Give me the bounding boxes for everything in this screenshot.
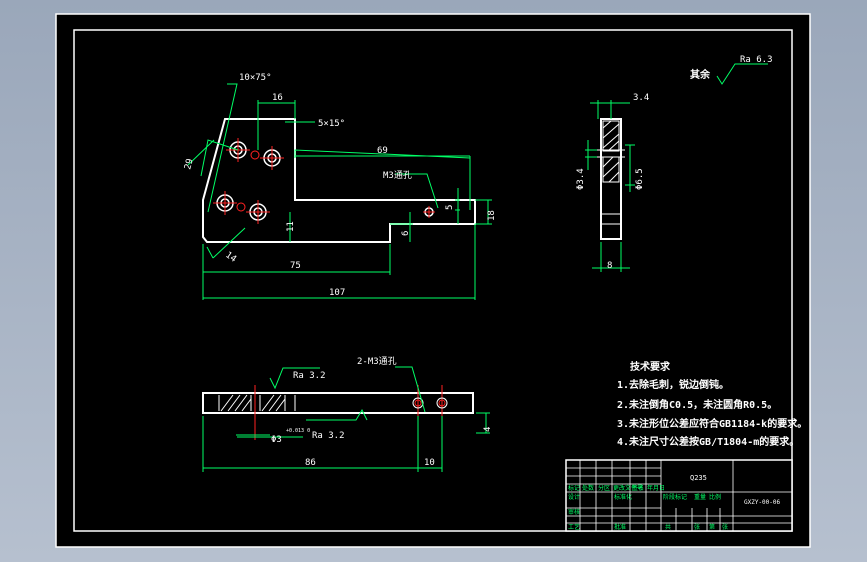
tb-cell: 批准	[614, 523, 626, 531]
hatch-lines	[220, 394, 286, 412]
tb-cell: 重量	[694, 493, 706, 501]
drawing-frame	[73, 29, 793, 532]
dim-75: 75	[290, 261, 301, 271]
dim-phi-6-5: Φ6.5	[635, 168, 645, 190]
tb-cell: 阶段标记	[663, 493, 687, 501]
tb-cell: 审核	[568, 508, 580, 516]
title-block-border	[565, 459, 793, 532]
tb-cell: 处数	[582, 484, 594, 492]
roughness-symbol-icon	[716, 63, 768, 85]
hole-circle	[412, 397, 424, 409]
dim-107: 107	[329, 288, 345, 298]
dim-86: 86	[305, 458, 316, 468]
note-item: 4.未注尺寸公差按GB/T1804-m的要求。	[617, 435, 799, 448]
tb-cell: 比例	[709, 493, 721, 501]
dim-18: 18	[487, 210, 497, 221]
note-item: 2.未注倒角C0.5，未注圆角R0.5。	[617, 398, 777, 411]
dim-4: 4	[483, 427, 493, 432]
tb-cell: 更改文件号	[613, 484, 643, 492]
roughness-bottom-label: Ra 3.2	[312, 431, 345, 441]
hole-circle	[436, 397, 448, 409]
thread-label-top: M3通孔	[383, 170, 412, 181]
front-view: Ra 3.2 2-M3通孔 Φ3 +0.013 0 Ra 3.2 4 86 10	[202, 356, 493, 472]
dim-3-4: 3.4	[633, 93, 649, 103]
tb-cell: 张	[694, 523, 700, 531]
title-block: Q235 GXZY-00-06 标记 处数 分区 更改文件号 签名 年月日 设计…	[565, 459, 793, 532]
front-centerlines	[254, 385, 446, 440]
top-dimension-lines	[187, 83, 492, 300]
dim-chamfer-small: 5×15°	[318, 119, 345, 129]
tb-drawing-no: GXZY-00-06	[744, 499, 781, 506]
tb-material: Q235	[690, 474, 707, 482]
tb-cell: 设计	[568, 493, 580, 501]
hatch-lines	[602, 120, 620, 183]
tb-cell: 工艺	[568, 523, 580, 531]
tb-cell: 共	[665, 523, 671, 531]
tb-cell: 签名	[632, 484, 644, 492]
dim-29: 29	[183, 158, 195, 171]
dim-5: 5	[445, 205, 455, 210]
dim-16: 16	[272, 93, 283, 103]
roughness-top-label: Ra 3.2	[293, 371, 326, 381]
sheet-border	[55, 13, 811, 548]
dim-chamfer-large: 10×75°	[239, 73, 272, 83]
dim-10: 10	[424, 458, 435, 468]
note-item: 1.去除毛刺，锐边倒钝。	[617, 378, 729, 391]
tb-cell: 标记	[568, 484, 580, 492]
thread-label-front: 2-M3通孔	[357, 356, 397, 367]
tb-cell: 张	[722, 523, 728, 531]
side-lines	[597, 149, 625, 225]
tb-cell: 标准化	[614, 493, 632, 501]
dim-11: 11	[286, 221, 296, 232]
side-view: 3.4 Φ3.4 Φ6.5 8	[576, 93, 649, 272]
dim-6: 6	[401, 231, 411, 236]
notes-title: 技术要求	[630, 360, 671, 373]
tb-cell: 分区	[598, 484, 610, 492]
hole-tolerance: +0.013 0	[286, 428, 310, 434]
note-item: 3.未注形位公差应符合GB1184-k的要求。	[617, 417, 807, 430]
dim-69: 69	[377, 146, 388, 156]
hole-dim-front: Φ3	[271, 435, 282, 445]
roughness-other-label: 其余	[690, 68, 711, 81]
tb-cell: 年月日	[647, 484, 665, 492]
front-dimension-lines	[202, 366, 490, 472]
dim-phi-3-4: Φ3.4	[576, 168, 586, 190]
dim-8: 8	[607, 261, 612, 271]
front-view-outline	[202, 392, 474, 414]
top-view: 10×75° 16 5×15° 69 29 M3通孔 5 18 6 11 14 …	[183, 73, 497, 300]
technical-notes: 技术要求 1.去除毛刺，锐边倒钝。 2.未注倒角C0.5，未注圆角R0.5。 3…	[617, 360, 807, 448]
tb-cell: 第	[709, 523, 715, 531]
side-dimension-lines	[585, 100, 635, 272]
front-lines	[218, 395, 296, 411]
roughness-other-value: Ra 6.3	[740, 55, 773, 65]
